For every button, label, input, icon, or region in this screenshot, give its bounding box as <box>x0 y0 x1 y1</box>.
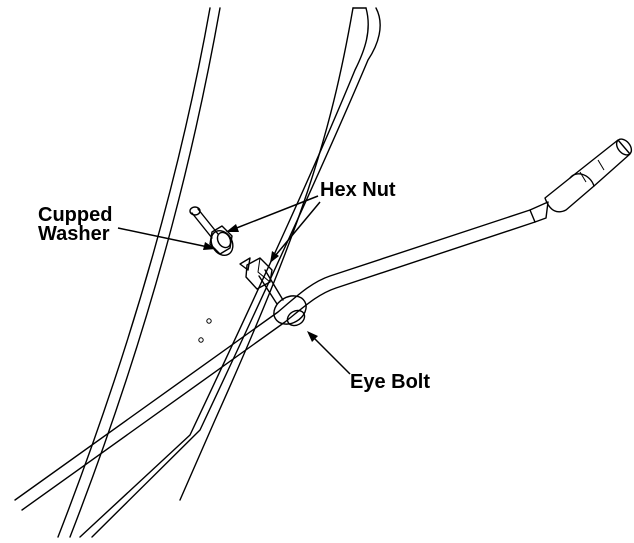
eye-bolt-callout: Eye Bolt <box>307 331 430 393</box>
cupped-washer-assembly <box>190 207 237 259</box>
hex-nut-arrowhead-upper <box>226 224 239 232</box>
eye-bolt-label: Eye Bolt <box>350 371 430 393</box>
frame-rivets <box>199 319 211 342</box>
cupped-washer-leader <box>118 228 208 247</box>
cupped-washer-callout: Cupped Washer <box>38 204 216 250</box>
cupped-washer-label-line2: Washer <box>38 223 110 245</box>
handle-frame-center <box>80 8 380 537</box>
eye-bolt-leader <box>313 337 350 374</box>
hex-nut-leader-upper <box>234 196 318 229</box>
rod-grip <box>530 136 634 222</box>
hex-nut-label: Hex Nut <box>320 179 396 201</box>
handle-frame-left <box>58 8 353 537</box>
